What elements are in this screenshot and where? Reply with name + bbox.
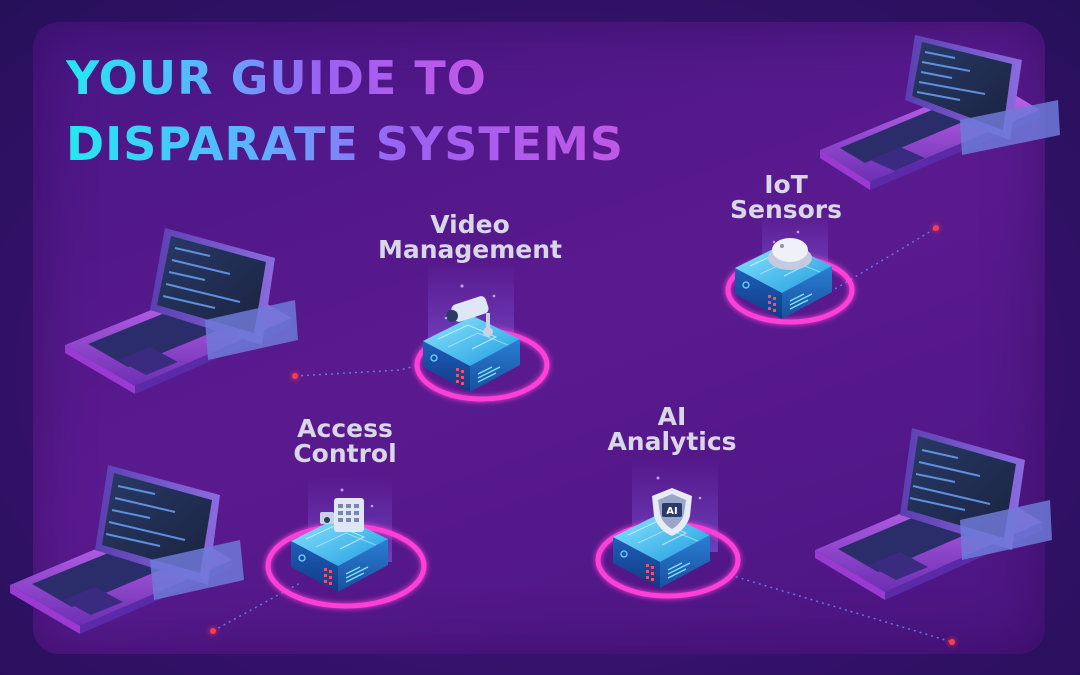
label-line-1: Video bbox=[430, 210, 510, 239]
label-iot-sensors: IoT Sensors bbox=[730, 172, 842, 222]
laptop-middle-left bbox=[65, 228, 298, 394]
label-video-management: Video Management bbox=[378, 212, 562, 262]
security-camera-icon bbox=[446, 296, 493, 337]
connector-lines bbox=[212, 227, 953, 643]
label-line-1: Access bbox=[297, 414, 393, 443]
ai-badge-text: AI bbox=[666, 506, 677, 517]
laptop-bottom-right bbox=[815, 428, 1052, 600]
label-line-2: Management bbox=[377, 235, 563, 264]
connector-dots bbox=[210, 225, 955, 645]
label-ai-analytics: AI Analytics bbox=[607, 404, 736, 454]
sparkle-particles bbox=[340, 230, 800, 508]
video-management-node bbox=[414, 262, 550, 402]
code-lines bbox=[909, 449, 991, 511]
label-line-1: IoT bbox=[764, 170, 808, 199]
label-line-2: Sensors bbox=[729, 195, 843, 224]
keypad-lock-icon bbox=[320, 498, 364, 532]
headline-line-1: YOUR GUIDE TO bbox=[66, 51, 487, 105]
headline-line-2: DISPARATE SYSTEMS bbox=[66, 117, 625, 171]
ai-shield-icon: AI bbox=[652, 488, 692, 536]
iot-sensors-node bbox=[725, 210, 855, 325]
code-lines bbox=[162, 247, 241, 309]
code-lines bbox=[916, 51, 986, 101]
label-line-1: AI bbox=[657, 402, 687, 431]
access-control-node bbox=[265, 476, 427, 609]
label-line-2: Analytics bbox=[607, 427, 737, 456]
sensor-dome-icon bbox=[768, 238, 812, 270]
laptop-top-right bbox=[820, 35, 1060, 190]
ai-analytics-node: AI bbox=[595, 460, 741, 599]
laptop-bottom-left bbox=[10, 465, 244, 634]
label-access-control: Access Control bbox=[293, 416, 396, 466]
code-lines bbox=[105, 485, 186, 547]
label-line-2: Control bbox=[293, 439, 397, 468]
